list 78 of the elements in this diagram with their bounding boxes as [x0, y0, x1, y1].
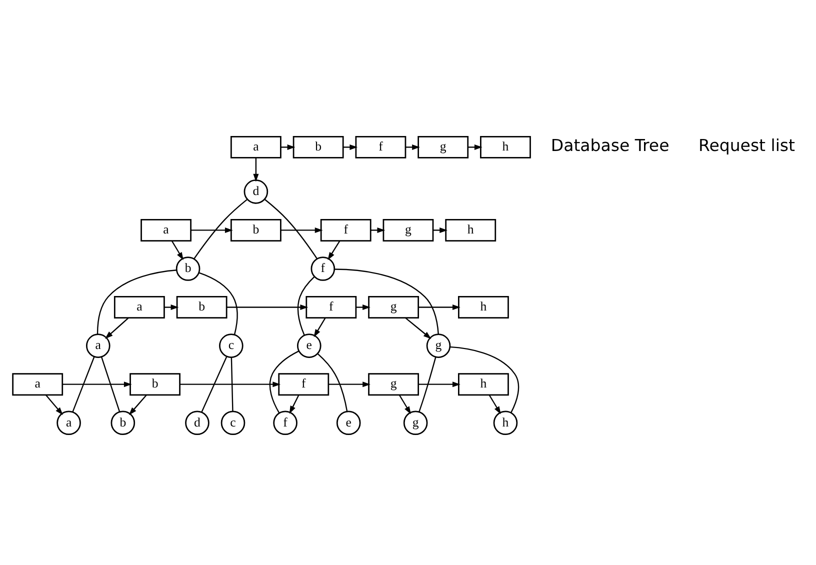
node-box: g [368, 373, 419, 396]
node-box: b [130, 373, 180, 396]
connector [418, 356, 436, 412]
arrow [418, 382, 460, 388]
node-circle: f [310, 256, 336, 281]
arrow [370, 227, 386, 233]
node-circle: a [56, 410, 81, 436]
arrow [468, 144, 482, 150]
arrow [190, 227, 233, 233]
node-circle: g [403, 410, 428, 436]
node-circle: f [273, 410, 298, 436]
arrow [45, 394, 63, 416]
arrow [289, 394, 300, 414]
arrow [488, 394, 501, 414]
node-box: f [306, 296, 357, 318]
arrow [404, 317, 432, 339]
arrow [180, 382, 281, 388]
node-circle: c [219, 334, 244, 358]
connector [269, 350, 299, 414]
node-box: f [355, 136, 406, 158]
connector [317, 353, 348, 412]
node-box: a [230, 136, 282, 158]
arrow [164, 304, 179, 310]
arrow [328, 382, 370, 388]
arrow [356, 304, 370, 310]
arrow [343, 144, 358, 150]
node-box: a [12, 373, 64, 396]
connector [100, 356, 120, 412]
arrow [226, 304, 308, 310]
arrow [62, 382, 132, 388]
arrow [280, 227, 323, 233]
connector [230, 357, 234, 412]
node-box: h [480, 136, 531, 158]
connector [297, 276, 315, 336]
node-circle: c [220, 410, 246, 436]
connector [198, 272, 238, 335]
node-circle: a [86, 334, 110, 358]
node-box: a [114, 296, 165, 318]
connector [450, 346, 520, 413]
arrow [328, 240, 340, 260]
node-box: f [278, 373, 330, 396]
connector [201, 356, 228, 412]
node-box: b [292, 136, 344, 158]
connector [334, 268, 439, 334]
node-box: h [445, 218, 496, 242]
arrow [128, 394, 148, 416]
node-circle: e [336, 410, 361, 436]
node-circle: d [244, 180, 268, 204]
arrow [104, 317, 129, 339]
label: Database Tree [550, 136, 670, 156]
node-box: g [418, 136, 469, 158]
arrow [418, 304, 460, 310]
arrow [253, 158, 259, 182]
node-circle: h [493, 410, 518, 436]
node-circle: b [110, 410, 136, 436]
label: Request list [698, 136, 796, 156]
connector [96, 270, 177, 334]
arrow [280, 144, 296, 150]
connector [194, 198, 248, 260]
arrow [171, 240, 184, 260]
arrow [433, 227, 448, 233]
arrow [398, 394, 411, 414]
node-circle: g [426, 334, 451, 358]
node-box: f [320, 218, 372, 242]
node-circle: d [185, 410, 210, 436]
node-circle: e [297, 334, 322, 358]
node-box: h [458, 296, 509, 318]
node-box: g [368, 296, 419, 318]
connector [72, 356, 95, 412]
node-box: b [230, 218, 282, 242]
node-box: h [458, 373, 509, 396]
node-box: b [176, 296, 228, 318]
node-box: g [382, 218, 434, 242]
node-box: a [140, 218, 192, 242]
arrow [314, 318, 326, 338]
connector [264, 198, 318, 259]
node-circle: b [176, 256, 200, 281]
arrow [406, 144, 420, 150]
